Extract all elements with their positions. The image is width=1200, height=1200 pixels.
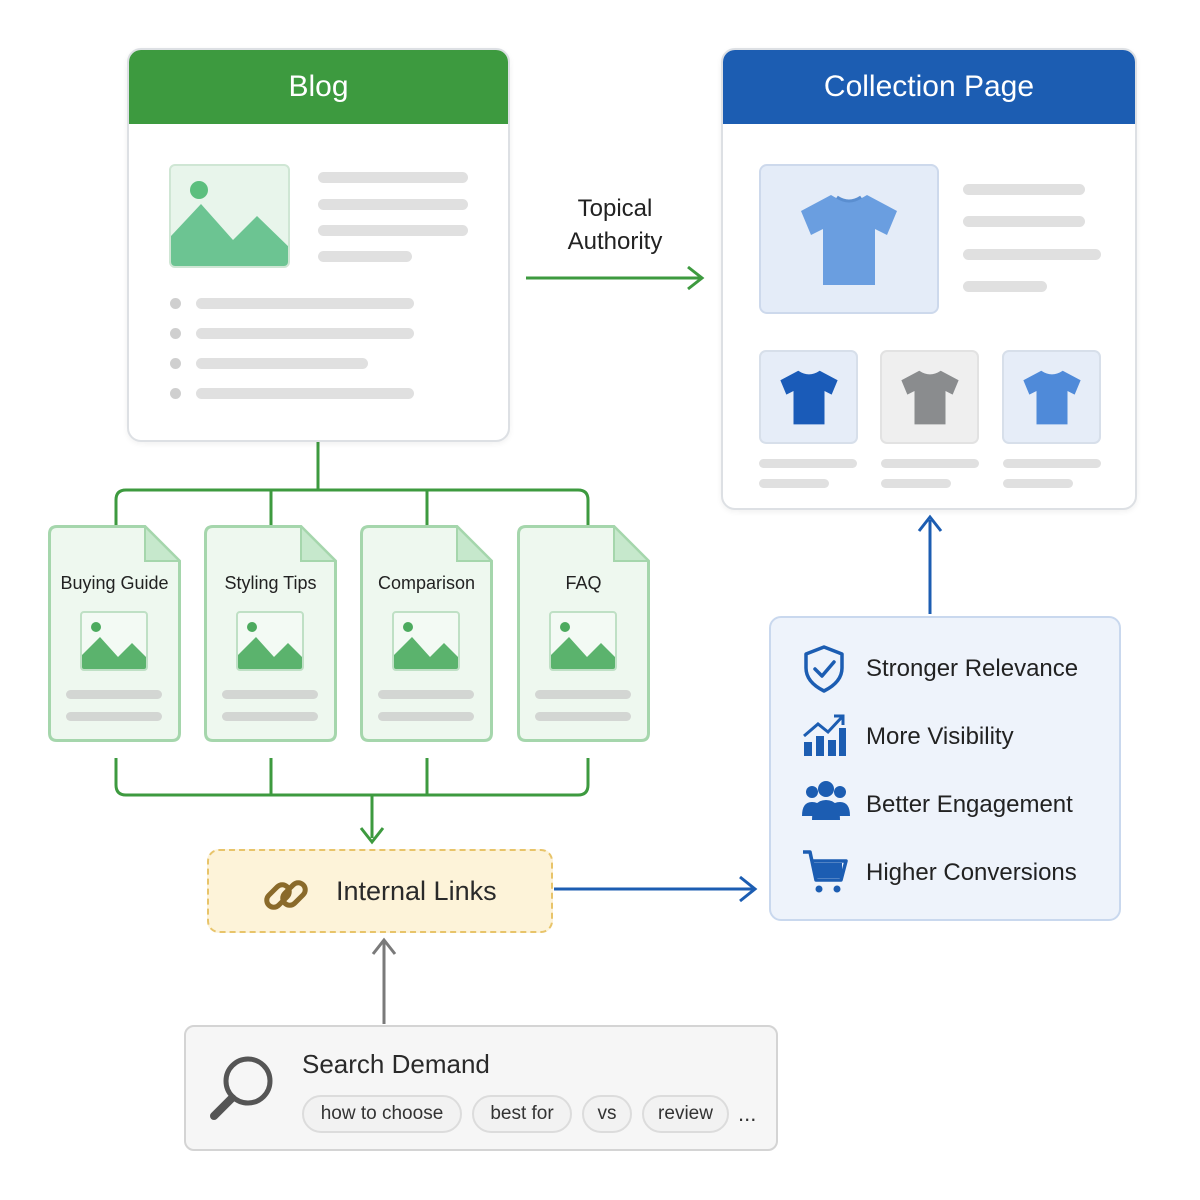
product-caption-line xyxy=(881,459,979,468)
blog-text-line xyxy=(318,225,468,236)
collection-text-line xyxy=(963,249,1101,260)
benefit-item: Better Engagement xyxy=(801,780,1111,830)
users-group-icon xyxy=(802,781,850,820)
benefit-item: Higher Conversions xyxy=(801,848,1111,898)
blog-list-line xyxy=(196,388,414,399)
search-demand-title: Search Demand xyxy=(302,1049,490,1079)
article-doc: Styling Tips xyxy=(204,525,337,742)
blog-text-line xyxy=(318,199,468,210)
collection-header: Collection Page xyxy=(723,50,1135,124)
search-demand-box: Search Demand how to choose best for vs … xyxy=(184,1025,778,1151)
benefit-label: Better Engagement xyxy=(866,791,1073,818)
blog-header: Blog xyxy=(129,50,508,124)
product-caption-line xyxy=(1003,459,1101,468)
product-caption-line xyxy=(1003,479,1073,488)
article-title: FAQ xyxy=(565,573,602,593)
tshirt-icon xyxy=(801,195,897,285)
collection-title: Collection Page xyxy=(823,70,1035,103)
link-icon xyxy=(264,880,308,910)
growth-chart-icon xyxy=(803,714,846,756)
collection-text-line xyxy=(963,184,1085,195)
blog-to-articles-connector xyxy=(114,442,590,525)
article-text-line xyxy=(66,712,162,721)
query-pill: review xyxy=(642,1095,729,1133)
article-doc: Comparison xyxy=(360,525,493,742)
search-to-links-arrow xyxy=(371,937,397,1024)
article-text-line xyxy=(66,690,162,699)
featured-product-image xyxy=(759,164,939,314)
benefit-item: Stronger Relevance xyxy=(801,644,1111,694)
article-text-line xyxy=(535,690,631,699)
blog-bullet xyxy=(170,388,181,399)
internal-links-label: Internal Links xyxy=(336,876,497,906)
topical-authority-line2: Authority xyxy=(567,228,663,255)
product-thumb xyxy=(759,350,858,444)
product-thumb xyxy=(880,350,979,444)
blog-bullet xyxy=(170,328,181,339)
topical-authority-line1: Topical xyxy=(577,195,653,222)
article-title: Comparison xyxy=(377,573,476,593)
blog-bullet xyxy=(170,298,181,309)
product-caption-line xyxy=(759,479,829,488)
blog-list-line xyxy=(196,358,368,369)
product-caption-line xyxy=(881,479,951,488)
internal-links-box: Internal Links xyxy=(207,849,553,933)
product-caption-line xyxy=(759,459,857,468)
articles-to-links-connector xyxy=(114,758,590,845)
benefit-item: More Visibility xyxy=(801,712,1111,762)
links-to-benefits-arrow xyxy=(554,875,758,903)
blog-hero-image-icon xyxy=(169,164,290,268)
tshirt-icon xyxy=(779,370,838,425)
article-text-line xyxy=(535,712,631,721)
blog-bullet xyxy=(170,358,181,369)
blog-list-line xyxy=(196,328,414,339)
article-text-line xyxy=(222,712,318,721)
article-doc: FAQ xyxy=(517,525,650,742)
collection-text-line xyxy=(963,216,1085,227)
article-image-icon xyxy=(549,611,617,671)
tshirt-icon xyxy=(1022,370,1081,425)
blog-title: Blog xyxy=(288,70,349,103)
tshirt-icon xyxy=(900,370,959,425)
benefits-to-collection-arrow xyxy=(917,514,943,614)
more-queries-ellipsis: ... xyxy=(738,1101,757,1126)
blog-card: Blog xyxy=(127,48,510,442)
shield-check-icon xyxy=(804,645,844,693)
collection-text-line xyxy=(963,281,1047,292)
article-title: Buying Guide xyxy=(60,573,169,593)
article-text-line xyxy=(378,690,474,699)
benefits-box: Stronger Relevance More Visibility Bette… xyxy=(769,616,1121,921)
article-text-line xyxy=(222,690,318,699)
query-pill: best for xyxy=(472,1095,572,1133)
shopping-cart-icon xyxy=(803,850,848,893)
blog-text-line xyxy=(318,251,412,262)
search-icon xyxy=(210,1056,273,1120)
article-image-icon xyxy=(80,611,148,671)
article-doc: Buying Guide xyxy=(48,525,181,742)
benefit-label: More Visibility xyxy=(866,723,1014,750)
blog-list-line xyxy=(196,298,414,309)
benefit-label: Stronger Relevance xyxy=(866,655,1079,682)
query-pill: how to choose xyxy=(302,1095,462,1133)
blog-text-line xyxy=(318,172,468,183)
benefit-label: Higher Conversions xyxy=(866,859,1077,886)
product-thumb xyxy=(1002,350,1101,444)
query-pill: vs xyxy=(582,1095,632,1133)
topical-authority-label: Topical Authority xyxy=(545,192,685,258)
article-text-line xyxy=(378,712,474,721)
article-image-icon xyxy=(236,611,304,671)
collection-page-card: Collection Page xyxy=(721,48,1137,510)
article-image-icon xyxy=(392,611,460,671)
topical-authority-arrow xyxy=(526,265,705,291)
article-title: Styling Tips xyxy=(224,573,317,593)
